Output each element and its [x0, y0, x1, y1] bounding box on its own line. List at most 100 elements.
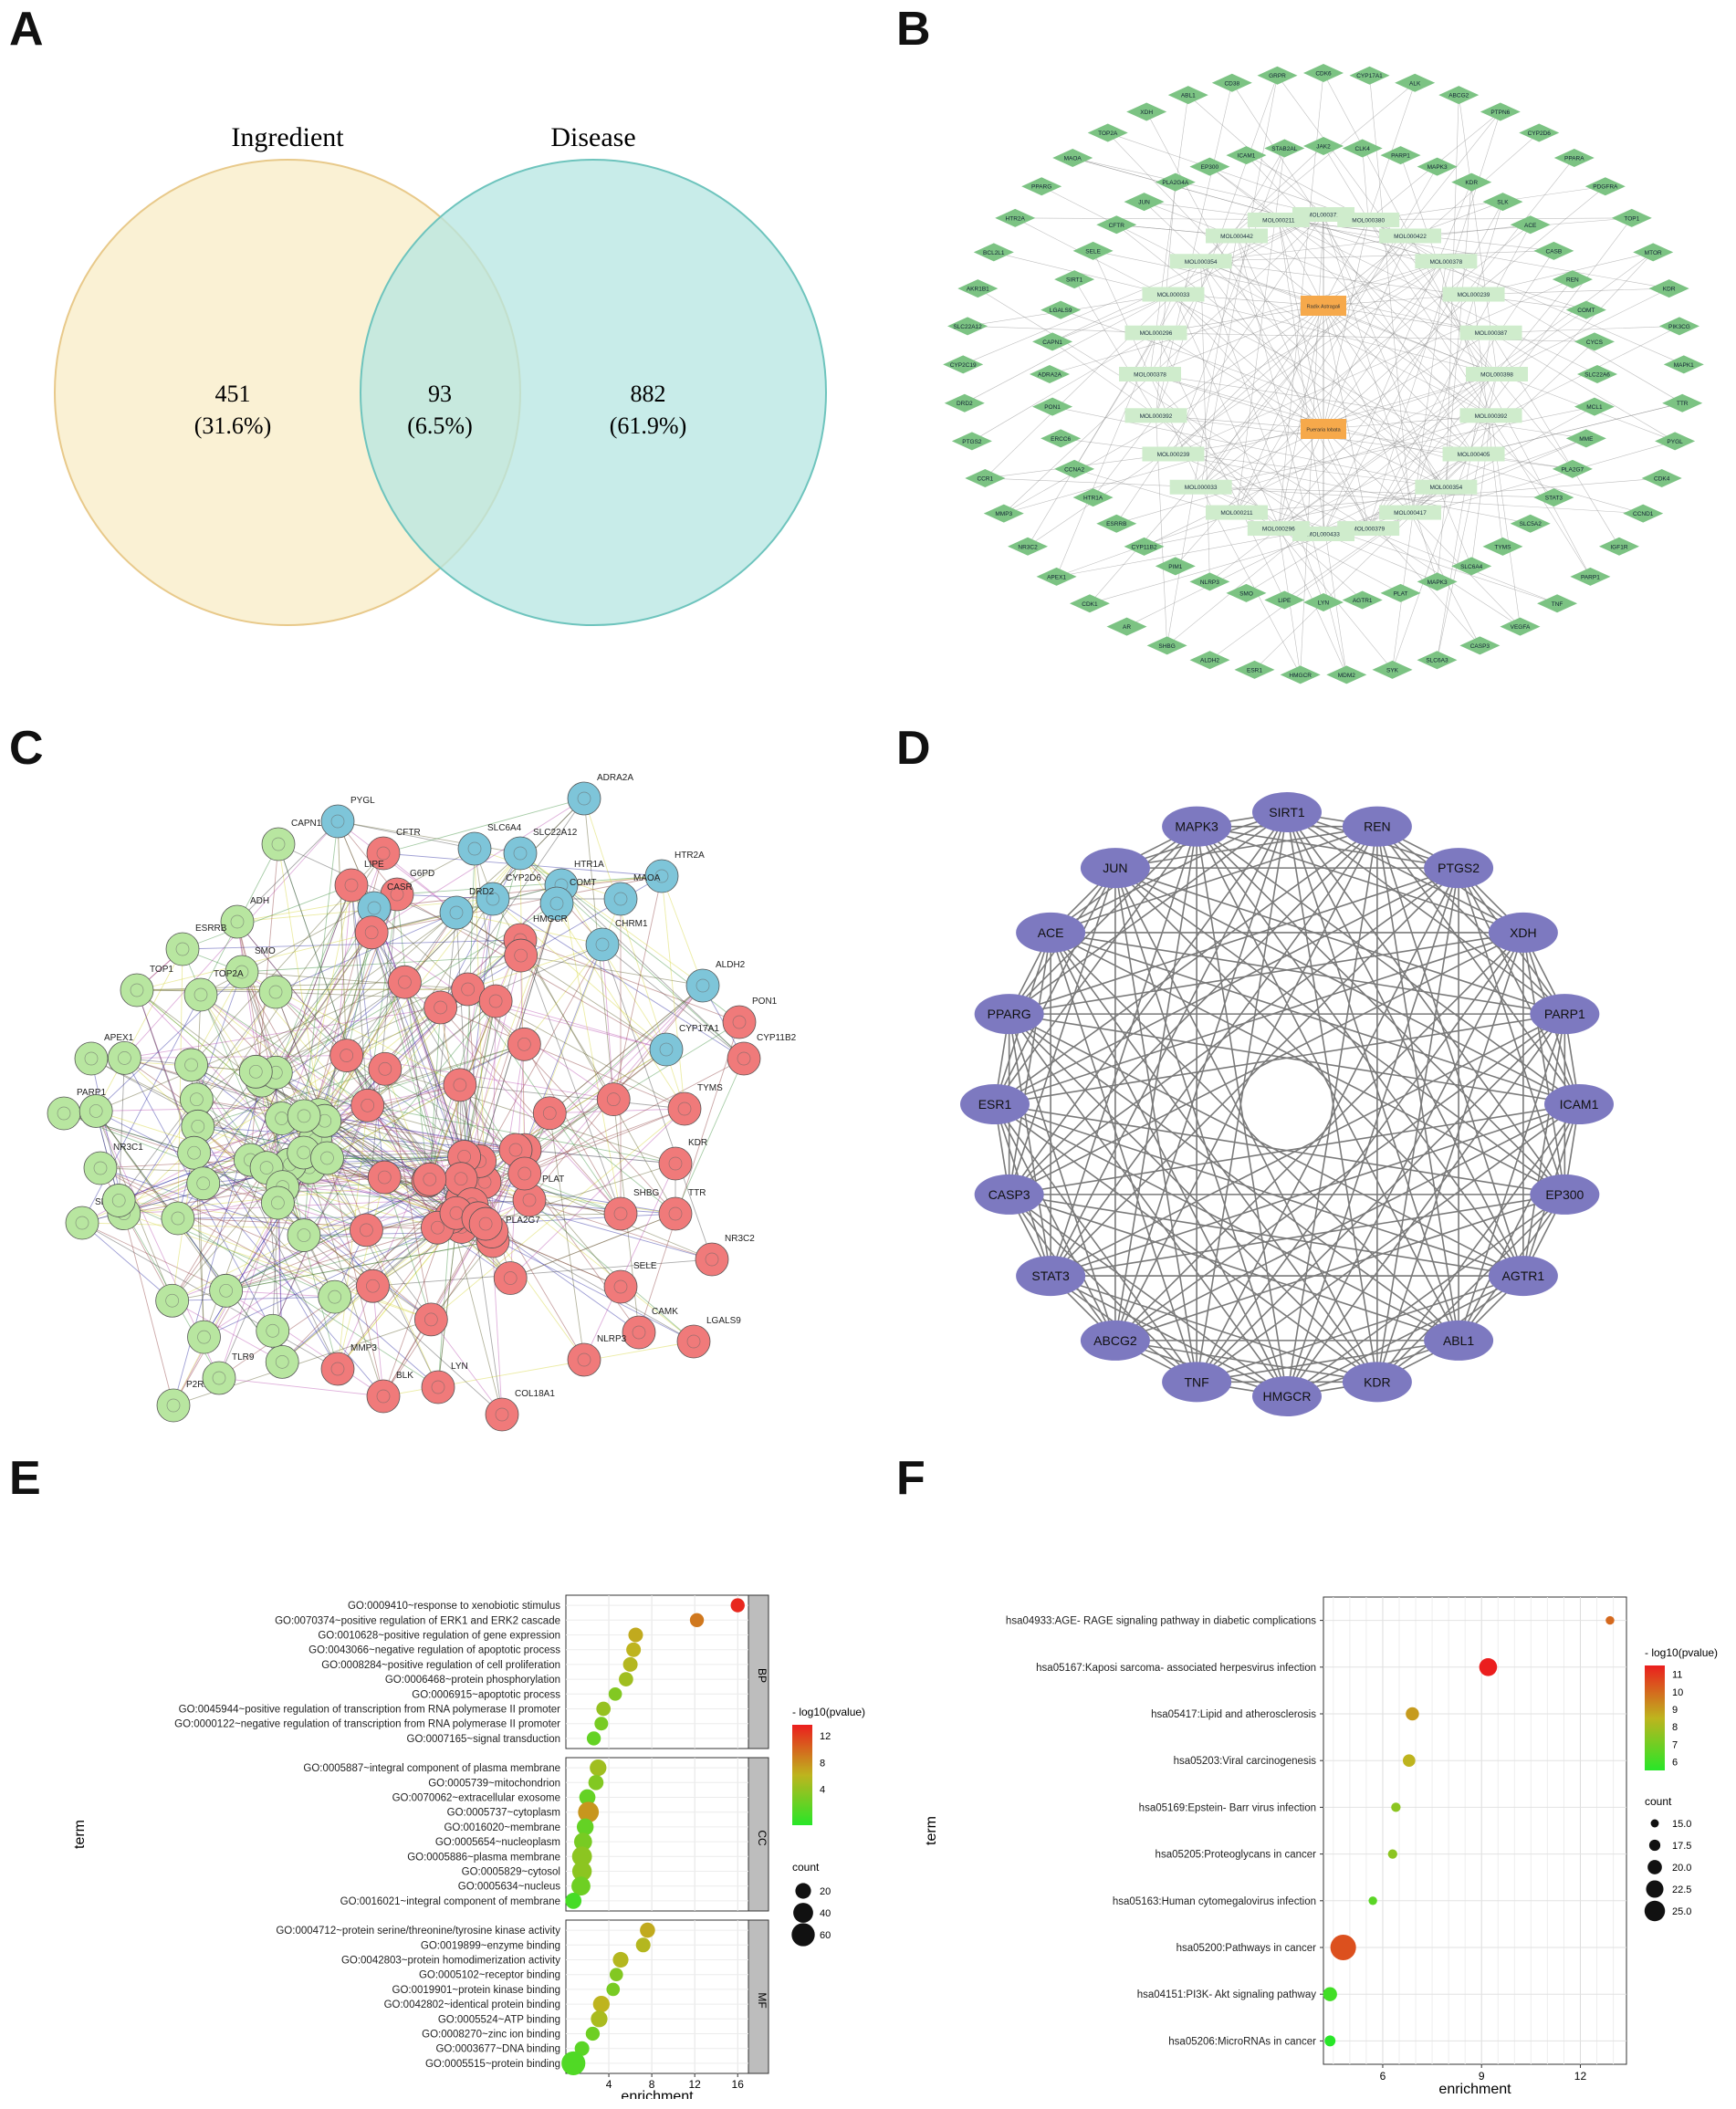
target-node-label: TNF: [1552, 601, 1563, 608]
target-node: [1008, 537, 1049, 556]
term-label: GO:0008270~zinc ion binding: [422, 2030, 560, 2041]
network-d-edge: [1050, 867, 1459, 1277]
target-node-label: SLC22A12: [953, 324, 982, 330]
target-node: [1662, 393, 1703, 412]
protein-structure-icon: [549, 896, 564, 911]
color-tick-label: 10: [1672, 1687, 1683, 1698]
network-d-edge: [1009, 1013, 1524, 1277]
protein-node: [649, 1032, 684, 1067]
network-d-edge: [1376, 826, 1459, 1342]
target-node: [943, 355, 984, 374]
network-c-edge: [319, 1114, 526, 1151]
network-c-edge: [119, 1199, 367, 1231]
target-node-label: SLK: [1497, 200, 1509, 206]
protein-node: [177, 1135, 212, 1170]
term-label: GO:0005654~nucleoplasm: [435, 1837, 560, 1848]
size-legend-title: count: [792, 1861, 820, 1874]
molecule-node-label: MOL000371: [1307, 213, 1340, 219]
network-c-edge: [197, 1126, 339, 1370]
network-c-edge: [486, 1213, 676, 1225]
network-c-edge: [236, 921, 277, 1073]
protein-structure-icon: [542, 1106, 557, 1121]
network-d-edge: [1050, 811, 1288, 1277]
protein-node: [421, 1370, 455, 1404]
panel-label-a: A: [9, 3, 44, 56]
network-c-edge: [427, 939, 521, 1182]
network-b-edge: [1056, 294, 1174, 577]
network-d-edge: [994, 932, 1524, 1105]
target-node: [1519, 123, 1560, 142]
network-d-edge: [1009, 1013, 1378, 1383]
network-d-edge: [1286, 867, 1459, 1397]
network-c-edge: [225, 1240, 494, 1291]
network-d-edge: [1114, 867, 1565, 1015]
protein-structure-icon: [89, 1104, 103, 1118]
target-node-label: SLC22A6: [1584, 372, 1610, 379]
target-node: [1189, 651, 1230, 670]
network-b-edge: [1446, 406, 1595, 488]
network-b-edge: [1173, 305, 1324, 454]
network-c-edge: [467, 944, 603, 990]
network-c-edge: [519, 939, 622, 1215]
network-d-edge: [994, 826, 1197, 1105]
network-d-edge: [1114, 867, 1565, 1195]
network-c-edge: [350, 884, 369, 1106]
network-d-edge: [994, 1103, 1524, 1277]
network-c-edge: [549, 985, 704, 1114]
network-b-edge: [1144, 201, 1491, 333]
protein-structure-icon: [364, 925, 379, 940]
target-node: [947, 317, 988, 336]
venn-right-count: 882: [631, 381, 666, 407]
hub-gene-node: [1544, 1084, 1614, 1124]
protein-structure-icon: [297, 1109, 311, 1123]
protein-node-label: COMT: [570, 878, 596, 888]
hub-gene-label: SIRT1: [1269, 805, 1305, 820]
network-b-edge: [1246, 154, 1491, 416]
protein-node: [695, 1242, 729, 1277]
data-point: [628, 1627, 643, 1643]
protein-node-label: CHRM1: [615, 919, 648, 929]
protein-node: [261, 1185, 295, 1220]
network-c-edge: [193, 1152, 305, 1236]
protein-node: [101, 1184, 136, 1217]
network-c-edge: [203, 1183, 384, 1397]
network-b-edge: [1200, 75, 1278, 487]
network-d-edge: [1009, 1194, 1197, 1383]
hub-gene-label: KDR: [1364, 1374, 1391, 1389]
target-node: [1553, 148, 1595, 167]
molecule-node: [1442, 446, 1505, 462]
network-b-edge: [1149, 373, 1324, 430]
data-point: [586, 1731, 601, 1746]
network-d-edge: [1114, 867, 1524, 1277]
target-node-label: PLAT: [1394, 590, 1408, 597]
target-node: [1510, 215, 1551, 235]
network-d-edge: [1050, 1103, 1580, 1277]
protein-node-label: APEX1: [104, 1033, 134, 1043]
protein-node: [413, 1162, 447, 1196]
target-node-label: LGALS9: [1050, 308, 1072, 314]
hub-gene-label: CASP3: [988, 1187, 1030, 1202]
target-node-label: TTR: [1677, 401, 1689, 407]
network-d-edge: [1050, 1275, 1288, 1397]
network-b-edge: [1367, 224, 1531, 529]
target-node-label: JUN: [1138, 200, 1150, 206]
target-node-label: CCR1: [977, 475, 993, 482]
protein-node-label: HMGCR: [533, 914, 568, 924]
hub-gene-label: PARP1: [1544, 1007, 1585, 1021]
network-c-edge: [177, 948, 183, 1219]
target-node: [1072, 488, 1114, 507]
network-c-edge: [373, 907, 525, 1045]
network-b-edge: [1323, 332, 1491, 430]
network-d-edge: [1196, 811, 1288, 1383]
protein-structure-icon: [606, 1092, 621, 1106]
network-d-edge: [1114, 1013, 1565, 1342]
network-d-edge: [1196, 826, 1459, 1342]
network-c-edge: [172, 1118, 283, 1301]
data-point: [579, 1789, 596, 1806]
molecule-node: [1466, 367, 1528, 381]
protein-structure-icon: [366, 1279, 380, 1293]
network-c-edge: [429, 912, 457, 1180]
network-c-edge: [136, 989, 305, 1117]
protein-structure-icon: [654, 869, 669, 883]
size-legend-dot: [1647, 1860, 1662, 1874]
